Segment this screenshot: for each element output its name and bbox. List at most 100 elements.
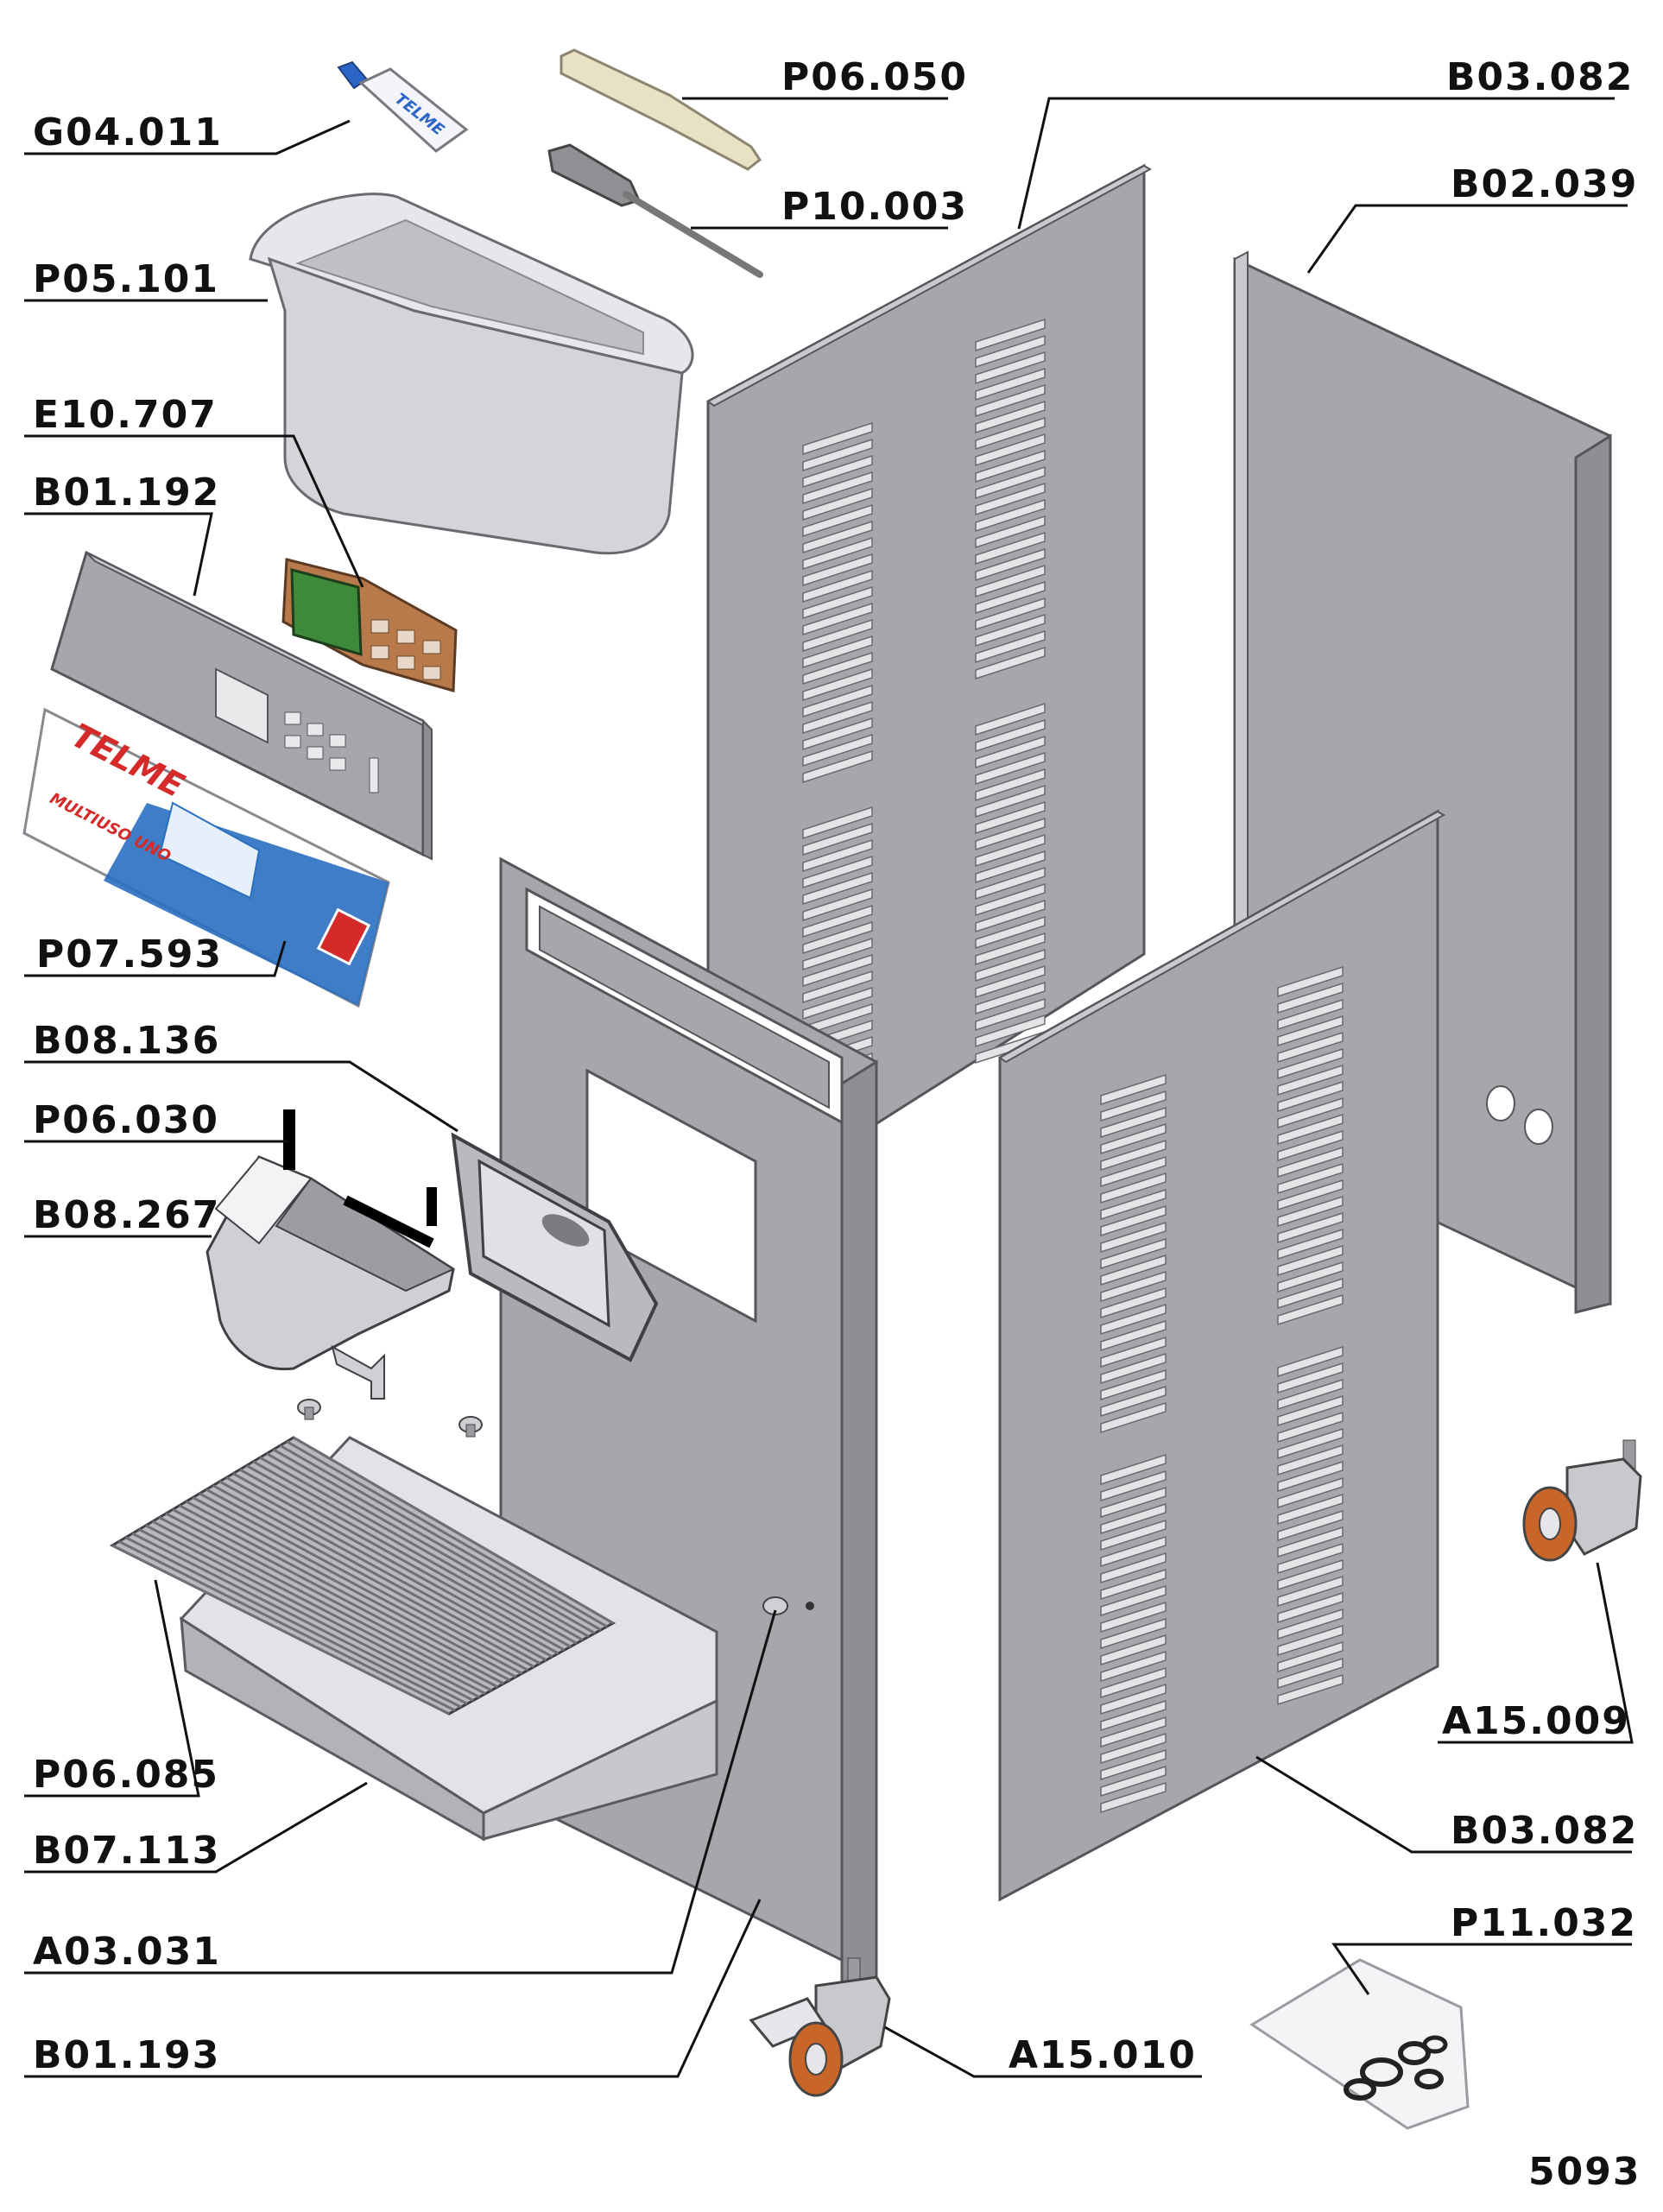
- control-bracket-part: [50, 550, 433, 861]
- vent-slot: [1100, 1286, 1167, 1319]
- vent-slot: [1100, 1584, 1167, 1617]
- leader-e10-707: [24, 434, 364, 588]
- vent-slot: [802, 986, 873, 1021]
- vent-slot: [1100, 1139, 1167, 1172]
- vent-slot: [1100, 1303, 1167, 1336]
- grid-rib: [266, 1452, 590, 1638]
- grid-rib: [286, 1440, 608, 1628]
- vent-slot: [1100, 1188, 1167, 1221]
- vent-slot: [1277, 1411, 1344, 1444]
- label-b01-192: B01.192: [33, 471, 220, 515]
- leader-b03-082-bottom: [1255, 1755, 1632, 1854]
- vent-slot: [975, 547, 1046, 582]
- vent-slot: [1277, 1657, 1344, 1690]
- grid-rib: [192, 1496, 523, 1675]
- vent-slot: [1277, 982, 1344, 1014]
- vent-slot: [802, 536, 873, 571]
- grid-rib: [199, 1492, 529, 1672]
- grid-rib: [158, 1516, 492, 1692]
- leader-p11-032: [1331, 1943, 1632, 1995]
- grid-rib: [145, 1524, 480, 1698]
- vent-slot: [1100, 1254, 1167, 1286]
- label-b02-039: B02.039: [1451, 162, 1638, 206]
- vent-slot: [975, 629, 1046, 664]
- vent-slot: [1100, 1683, 1167, 1716]
- vent-slot: [1277, 1014, 1344, 1047]
- label-b08-136: B08.136: [33, 1019, 220, 1063]
- vent-slot: [1100, 1568, 1167, 1601]
- label-g04-011: G04.011: [33, 111, 223, 155]
- vent-slot: [1277, 1195, 1344, 1228]
- vent-slot: [802, 569, 873, 604]
- grid-rib: [206, 1488, 535, 1668]
- vent-slot: [1100, 1270, 1167, 1303]
- vent-slot: [1100, 1122, 1167, 1155]
- membrane-keypad-part: TELME MULTIUSO UNO: [22, 707, 390, 1008]
- vent-slot: [975, 597, 1046, 631]
- drawing-number: 5093: [1528, 2150, 1641, 2194]
- grid-rib: [293, 1436, 614, 1625]
- vent-slot: [975, 899, 1046, 933]
- vent-slot: [1100, 1090, 1167, 1122]
- vent-slot: [975, 964, 1046, 999]
- vent-slot: [1100, 1237, 1167, 1270]
- vent-slot: [1100, 1650, 1167, 1683]
- vent-slot: [975, 367, 1046, 401]
- vent-slot: [1277, 1624, 1344, 1657]
- vent-slot: [802, 806, 873, 840]
- vent-slot: [1100, 1486, 1167, 1519]
- label-p06-050: P06.050: [781, 55, 968, 99]
- part-labels: G04.011 P06.050 B03.082 B02.039 P10.003 …: [33, 55, 1641, 2194]
- vent-slot: [1277, 1362, 1344, 1394]
- label-p11-032: P11.032: [1451, 1901, 1637, 1945]
- vent-slots-bottom-3: [1100, 1453, 1167, 1814]
- vent-slots-top-4: [975, 702, 1046, 1065]
- vent-slot: [1277, 1444, 1344, 1476]
- vent-slot: [802, 920, 873, 955]
- vent-slot: [1100, 1732, 1167, 1765]
- vent-slot: [1100, 1748, 1167, 1781]
- vent-slot: [975, 735, 1046, 769]
- vent-slot: [802, 471, 873, 505]
- vent-slot: [975, 768, 1046, 802]
- vent-slot: [975, 580, 1046, 615]
- vent-slot: [802, 618, 873, 653]
- vent-slot: [1277, 1047, 1344, 1080]
- vent-slot: [1277, 1542, 1344, 1575]
- vent-slot: [802, 717, 873, 751]
- vent-slot: [802, 520, 873, 554]
- label-p10-003: P10.003: [781, 185, 968, 229]
- vent-slot: [1100, 1453, 1167, 1486]
- vent-slot: [1100, 1368, 1167, 1401]
- vent-slot: [975, 515, 1046, 549]
- grid-rib: [239, 1468, 566, 1652]
- vent-slot: [802, 667, 873, 702]
- vent-slot: [1277, 1493, 1344, 1526]
- grid-rib: [185, 1500, 517, 1678]
- gasket-bag-part: [1249, 1958, 1470, 2130]
- grid-rib: [151, 1520, 486, 1695]
- vent-slot: [802, 888, 873, 922]
- vent-slot: [1100, 1535, 1167, 1568]
- vent-slot: [1100, 1319, 1167, 1352]
- vent-slot: [975, 334, 1046, 369]
- vent-slot: [802, 822, 873, 856]
- grid-rib: [259, 1456, 584, 1641]
- knob-part-right: [458, 1416, 483, 1438]
- vent-slots-bottom-1: [1100, 1073, 1167, 1434]
- vent-slot: [1277, 1509, 1344, 1542]
- label-b01-193: B01.193: [33, 2033, 220, 2077]
- brush-part: [547, 143, 763, 278]
- vent-slot: [802, 700, 873, 735]
- vent-slot: [975, 915, 1046, 950]
- vent-slot: [1100, 1519, 1167, 1552]
- vent-slot: [802, 937, 873, 971]
- label-b03-082-bottom: B03.082: [1451, 1809, 1638, 1853]
- vent-slot: [1100, 1204, 1167, 1237]
- vent-slot: [802, 635, 873, 669]
- chute-part: [451, 1132, 659, 1362]
- grid-rib: [212, 1484, 541, 1665]
- vent-slot: [802, 838, 873, 873]
- grid-rib: [279, 1444, 602, 1632]
- vent-slot: [975, 817, 1046, 851]
